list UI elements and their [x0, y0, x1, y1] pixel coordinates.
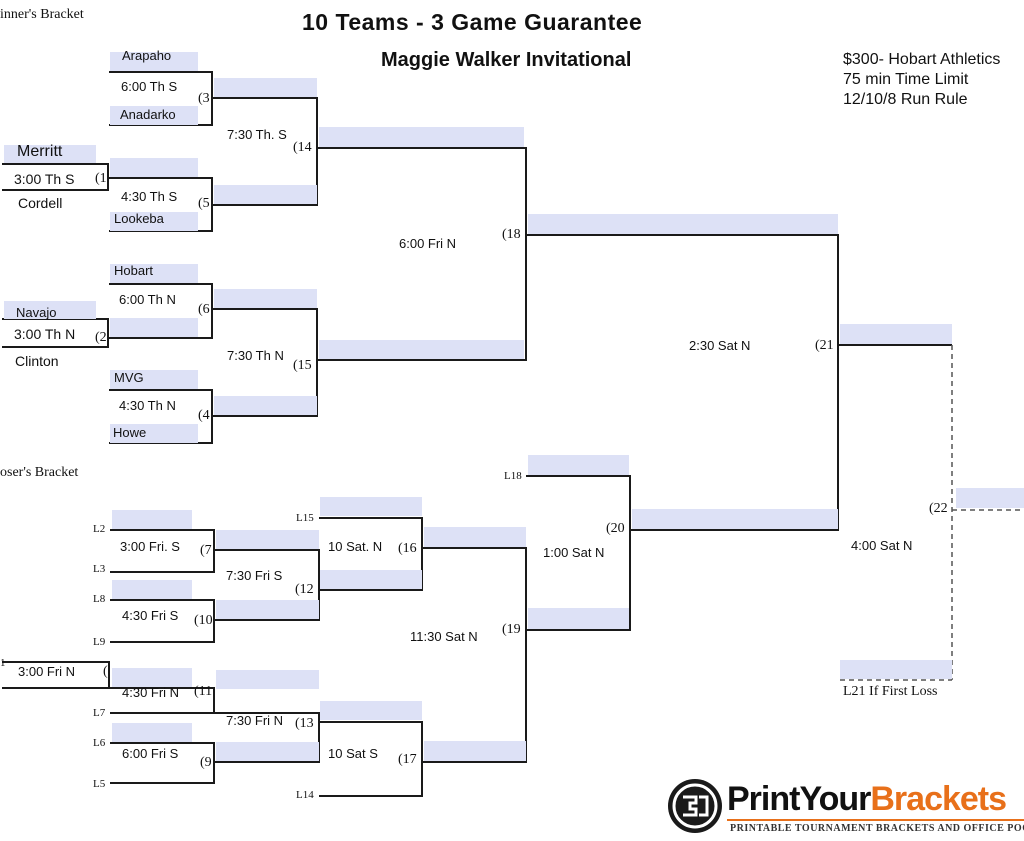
loser-ref-l9: L9 [93, 636, 106, 648]
game-8-number: ( [103, 664, 108, 679]
game-10-time: 4:30 Fri S [122, 608, 179, 623]
game-5-time: 4:30 Th S [121, 189, 178, 204]
game-8-time: 3:00 Fri N [18, 664, 76, 679]
loser-ref-l5: L5 [93, 778, 106, 790]
losers-bracket-label: oser's Bracket [0, 465, 79, 480]
game-16-time: 10 Sat. N [328, 539, 383, 554]
game-7-number: (7 [200, 543, 212, 558]
team-navajo: Navajo [16, 305, 57, 320]
game-1-time: 3:00 Th S [14, 171, 75, 187]
team-clinton: Clinton [15, 353, 59, 369]
logo-wordmark-part2: Brackets [870, 780, 1007, 818]
team-arapaho: Arapaho [122, 48, 172, 63]
game-11-number: (11 [194, 684, 213, 699]
logo-wordmark-part1: PrintYour [727, 780, 871, 818]
game-15-number: (15 [293, 358, 312, 373]
if-first-loss-label: L21 If First Loss [843, 684, 938, 699]
team-anadarko: Anadarko [120, 107, 176, 122]
game-13-number: (13 [295, 716, 314, 731]
team-cordell: Cordell [18, 195, 63, 211]
team-howe: Howe [113, 425, 147, 440]
game-14-time: 7:30 Th. S [227, 127, 287, 142]
game-6-number: (6 [198, 302, 210, 317]
game-5-number: (5 [198, 196, 210, 211]
game-3-number: (3 [198, 91, 210, 106]
loser-ref-l18: L18 [504, 470, 522, 482]
game-19-number: (19 [502, 622, 521, 637]
loser-ref-l3: L3 [93, 563, 106, 575]
logo-tagline: PRINTABLE TOURNAMENT BRACKETS AND OFFICE… [730, 823, 1024, 834]
loser-ref-l14: L14 [296, 789, 314, 801]
game-4-number: (4 [198, 408, 210, 423]
game-13-time: 7:30 Fri N [226, 713, 284, 728]
game-19-time: 11:30 Sat N [410, 629, 478, 644]
info-line-run-rule: 12/10/8 Run Rule [843, 91, 968, 108]
game-17-time: 10 Sat S [328, 746, 378, 761]
game-12-time: 7:30 Fri S [226, 568, 283, 583]
game-20-number: (20 [606, 521, 625, 536]
game-20-time: 1:00 Sat N [543, 545, 605, 560]
game-22-number: (22 [929, 501, 948, 516]
game-18-time: 6:00 Fri N [399, 236, 457, 251]
game-9-number: (9 [200, 755, 212, 770]
game-17-number: (17 [398, 752, 417, 767]
loser-ref-l2: L2 [93, 523, 106, 535]
team-hobart: Hobart [114, 263, 154, 278]
game-16-number: (16 [398, 541, 417, 556]
tournament-name: Maggie Walker Invitational [381, 49, 632, 71]
game-22-time: 4:00 Sat N [851, 538, 913, 553]
loser-ref-l6: L6 [93, 737, 106, 749]
game-3-time: 6:00 Th S [121, 79, 178, 94]
game-7-time: 3:00 Fri. S [120, 539, 180, 554]
info-line-fee: $300- Hobart Athletics [843, 51, 1001, 68]
game-2-time: 3:00 Th N [14, 326, 76, 342]
logo-underline [727, 819, 1024, 821]
game-14-number: (14 [293, 140, 312, 155]
game-4-time: 4:30 Th N [119, 398, 176, 413]
game-2-number: (2 [95, 330, 107, 345]
loser-ref-l1: 1 [0, 657, 6, 669]
game-1-number: (1 [95, 171, 107, 186]
game-21-time: 2:30 Sat N [689, 338, 751, 353]
game-9-time: 6:00 Fri S [122, 746, 179, 761]
game-11-time: 4:30 Fri N [122, 685, 180, 700]
loser-ref-l15: L15 [296, 512, 314, 524]
info-line-time-limit: 75 min Time Limit [843, 71, 969, 88]
loser-ref-l8: L8 [93, 593, 106, 605]
game-10-number: (10 [194, 613, 213, 628]
game-12-number: (12 [295, 582, 314, 597]
game-6-time: 6:00 Th N [119, 292, 176, 307]
team-lookeba: Lookeba [114, 211, 164, 226]
game-18-number: (18 [502, 227, 521, 242]
logo-wordmark: PrintYourBrackets [727, 780, 1007, 818]
game-21-number: (21 [815, 338, 834, 353]
printyourbrackets-logo-icon [666, 777, 724, 835]
team-mvg: MVG [114, 370, 144, 385]
team-merritt: Merritt [17, 143, 63, 160]
page-title: 10 Teams - 3 Game Guarantee [302, 9, 643, 35]
game-15-time: 7:30 Th N [227, 348, 284, 363]
winners-bracket-label: inner's Bracket [0, 7, 84, 22]
loser-ref-l7: L7 [93, 707, 106, 719]
